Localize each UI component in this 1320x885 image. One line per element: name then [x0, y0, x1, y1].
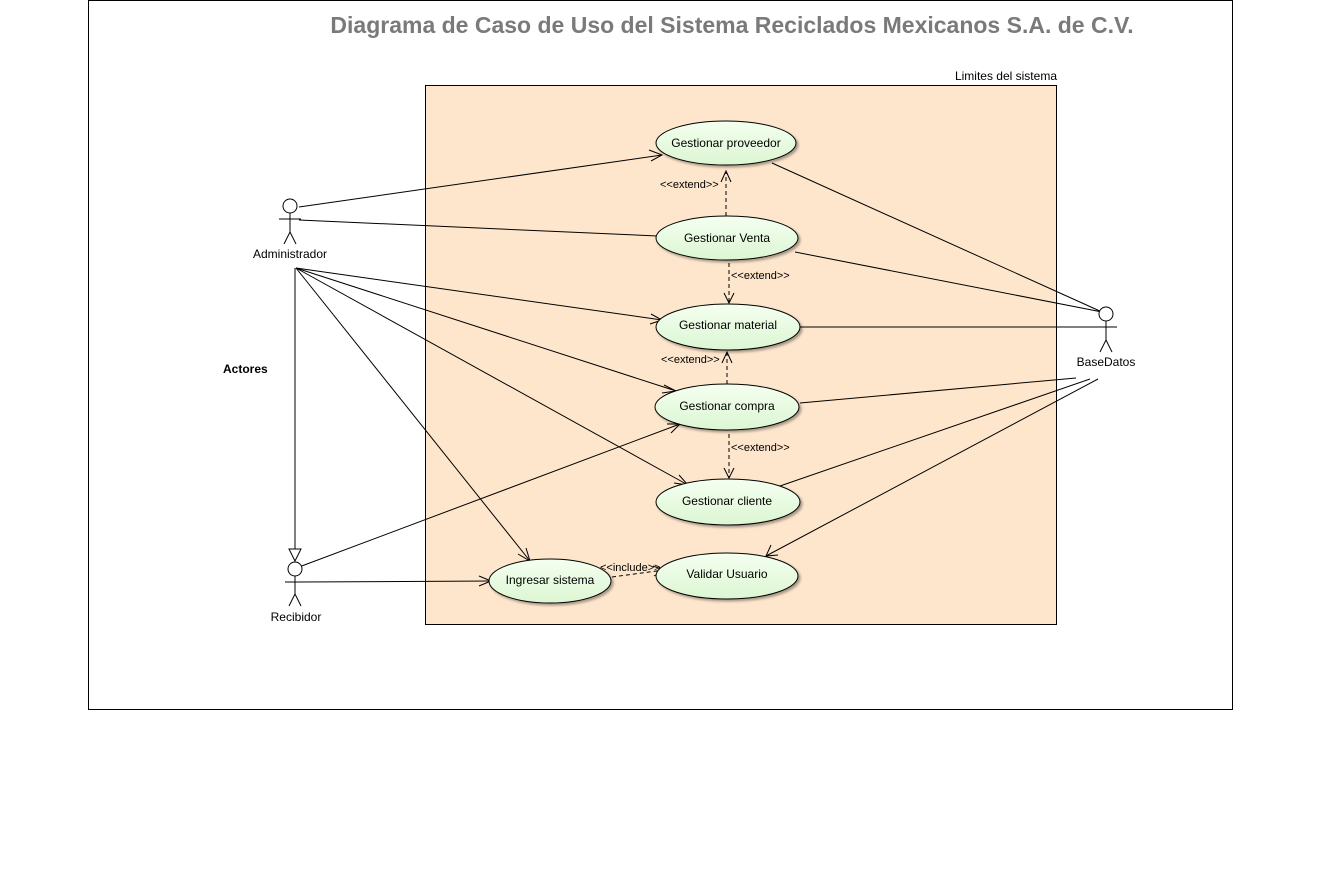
actors-label: Actores	[223, 362, 268, 376]
stereotype-extend-1: <<extend>>	[660, 179, 719, 191]
assoc-bd-proveedor[interactable]	[771, 162, 1103, 313]
arrowhead-proveedor	[648, 149, 664, 162]
assoc-bd-cliente[interactable]	[779, 378, 1091, 487]
usecase-ingresar-sistema[interactable]: Ingresar sistema	[488, 558, 612, 604]
usecase-gestionar-venta[interactable]: Gestionar Venta	[655, 215, 799, 261]
actor-head-icon	[282, 198, 298, 214]
diagram-title: Diagrama de Caso de Uso del Sistema Reci…	[330, 12, 1133, 38]
usecase-label: Gestionar cliente	[682, 494, 772, 508]
actor-head-icon	[1098, 306, 1114, 322]
assoc-admin-cliente[interactable]	[295, 267, 689, 486]
actor-head-icon	[287, 561, 303, 577]
usecase-gestionar-compra[interactable]: Gestionar compra	[654, 383, 800, 431]
generalization-triangle	[288, 548, 302, 563]
arrowhead-bd-validar	[765, 544, 779, 557]
arrowhead-extend-4	[723, 467, 735, 480]
actor-basedatos[interactable]	[1096, 306, 1117, 353]
usecase-gestionar-cliente[interactable]: Gestionar cliente	[655, 478, 801, 526]
system-boundary[interactable]	[425, 85, 1057, 625]
assoc-recibidor-ingresar[interactable]	[298, 580, 492, 583]
usecase-label: Gestionar Venta	[684, 231, 770, 245]
usecase-label: Gestionar material	[679, 318, 777, 332]
assoc-admin-compra[interactable]	[295, 267, 677, 392]
usecase-gestionar-material[interactable]: Gestionar material	[655, 303, 801, 351]
usecase-validar-usuario[interactable]: Validar Usuario	[655, 552, 799, 600]
usecase-label: Ingresar sistema	[506, 573, 595, 587]
assoc-admin-proveedor[interactable]	[298, 154, 663, 208]
arrowhead-extend-2	[723, 292, 735, 305]
arrowhead-extend-3	[721, 350, 733, 364]
usecase-label: Validar Usuario	[686, 567, 767, 581]
usecase-gestionar-proveedor[interactable]: Gestionar proveedor	[655, 120, 797, 166]
usecase-label: Gestionar proveedor	[671, 136, 780, 150]
actor-recibidor[interactable]	[285, 561, 305, 607]
arrowhead-extend-1	[720, 169, 732, 183]
assoc-admin-venta[interactable]	[298, 219, 681, 238]
stereotype-extend-2: <<extend>>	[731, 270, 790, 282]
actor-recibidor-label: Recibidor	[271, 610, 322, 624]
assoc-bd-compra[interactable]	[799, 377, 1077, 404]
stereotype-extend-3: <<extend>>	[661, 354, 720, 366]
assoc-admin-material[interactable]	[295, 267, 663, 321]
include-ingresar-validar[interactable]	[611, 569, 665, 578]
stereotype-extend-4: <<extend>>	[731, 442, 790, 454]
assoc-recibidor-compra[interactable]	[298, 423, 681, 568]
assoc-bd-validar[interactable]	[765, 378, 1099, 557]
assoc-bd-venta[interactable]	[794, 251, 1103, 313]
actor-administrador[interactable]	[279, 198, 301, 245]
actor-administrador-label: Administrador	[253, 247, 327, 261]
system-boundary-label: Limites del sistema	[955, 69, 1057, 83]
usecase-label: Gestionar compra	[679, 399, 775, 413]
assoc-admin-ingresar[interactable]	[295, 267, 531, 562]
stereotype-include-1: <<include>>	[600, 562, 661, 574]
actor-basedatos-label: BaseDatos	[1077, 355, 1136, 369]
